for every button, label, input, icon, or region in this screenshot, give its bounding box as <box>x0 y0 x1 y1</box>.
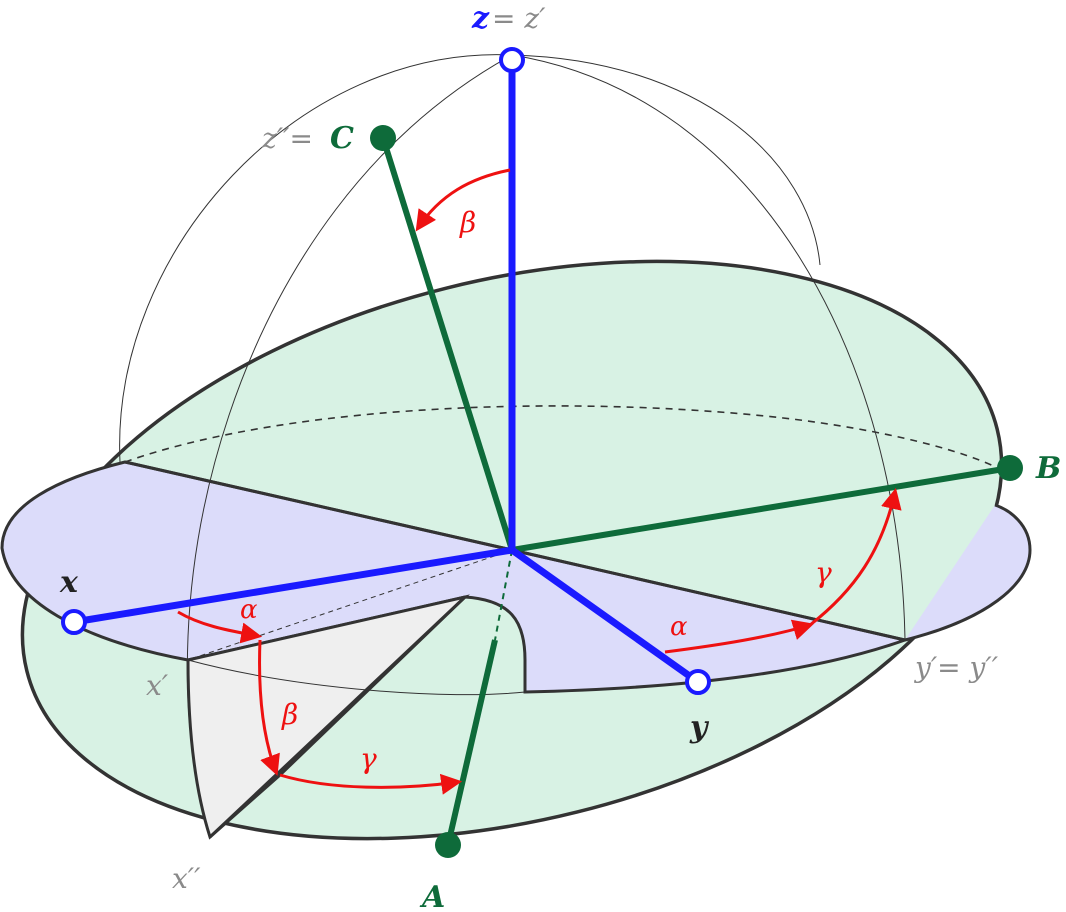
B-axis-endpoint <box>997 455 1023 481</box>
A-axis-endpoint <box>435 832 461 858</box>
label-z-eq: = z′ <box>492 2 546 35</box>
rotated-plane-hidden-edge <box>124 405 1011 476</box>
label-gamma-right: γ <box>815 556 832 589</box>
y-axis-endpoint <box>685 669 711 695</box>
axis-A <box>445 639 498 846</box>
arrow-beta-top <box>415 168 511 232</box>
label-x-prime: x′ <box>146 669 169 702</box>
great-circle-back <box>119 54 821 463</box>
label-A: A <box>419 880 445 912</box>
label-B: B <box>1035 451 1061 486</box>
label-beta-top: β <box>459 206 476 239</box>
label-x: x <box>59 565 79 600</box>
label-C: C <box>330 121 354 156</box>
axis-C <box>380 137 515 551</box>
arrow-beta-left <box>258 639 280 776</box>
label-z-double-prime: z′′= <box>261 122 313 155</box>
arrow-alpha-left <box>177 610 263 644</box>
z-axis-endpoint <box>499 47 525 73</box>
great-circle-front <box>186 54 906 838</box>
line-origin-to-y-prime <box>511 548 906 642</box>
axis-B <box>511 465 1011 553</box>
axis-x <box>73 546 513 626</box>
arrow-gamma-right <box>809 487 902 627</box>
label-gamma-bottom: γ <box>360 742 377 775</box>
label-y-prime-eq: y′= y′′ <box>913 651 999 684</box>
label-x-double-prime: x′′ <box>172 862 201 895</box>
line-origin-to-x-prime <box>187 549 513 661</box>
C-axis-endpoint <box>370 125 396 151</box>
line-origin-to-back-left <box>124 460 513 552</box>
cutaway-edge <box>208 595 467 839</box>
axis-y <box>509 547 701 685</box>
arrow-gamma-bottom <box>279 773 463 795</box>
reference-plane-rim <box>904 503 1032 642</box>
reference-plane <box>0 460 911 694</box>
x-axis-endpoint <box>61 609 87 635</box>
arrow-alpha-right <box>664 619 815 654</box>
axis-A-hidden <box>494 549 513 641</box>
label-z: z <box>471 1 490 36</box>
label-alpha-right: α <box>670 612 688 642</box>
label-y: y <box>689 710 710 745</box>
label-alpha-left: α <box>240 595 258 625</box>
label-beta-left: β <box>281 698 298 731</box>
equator-line <box>187 659 526 696</box>
